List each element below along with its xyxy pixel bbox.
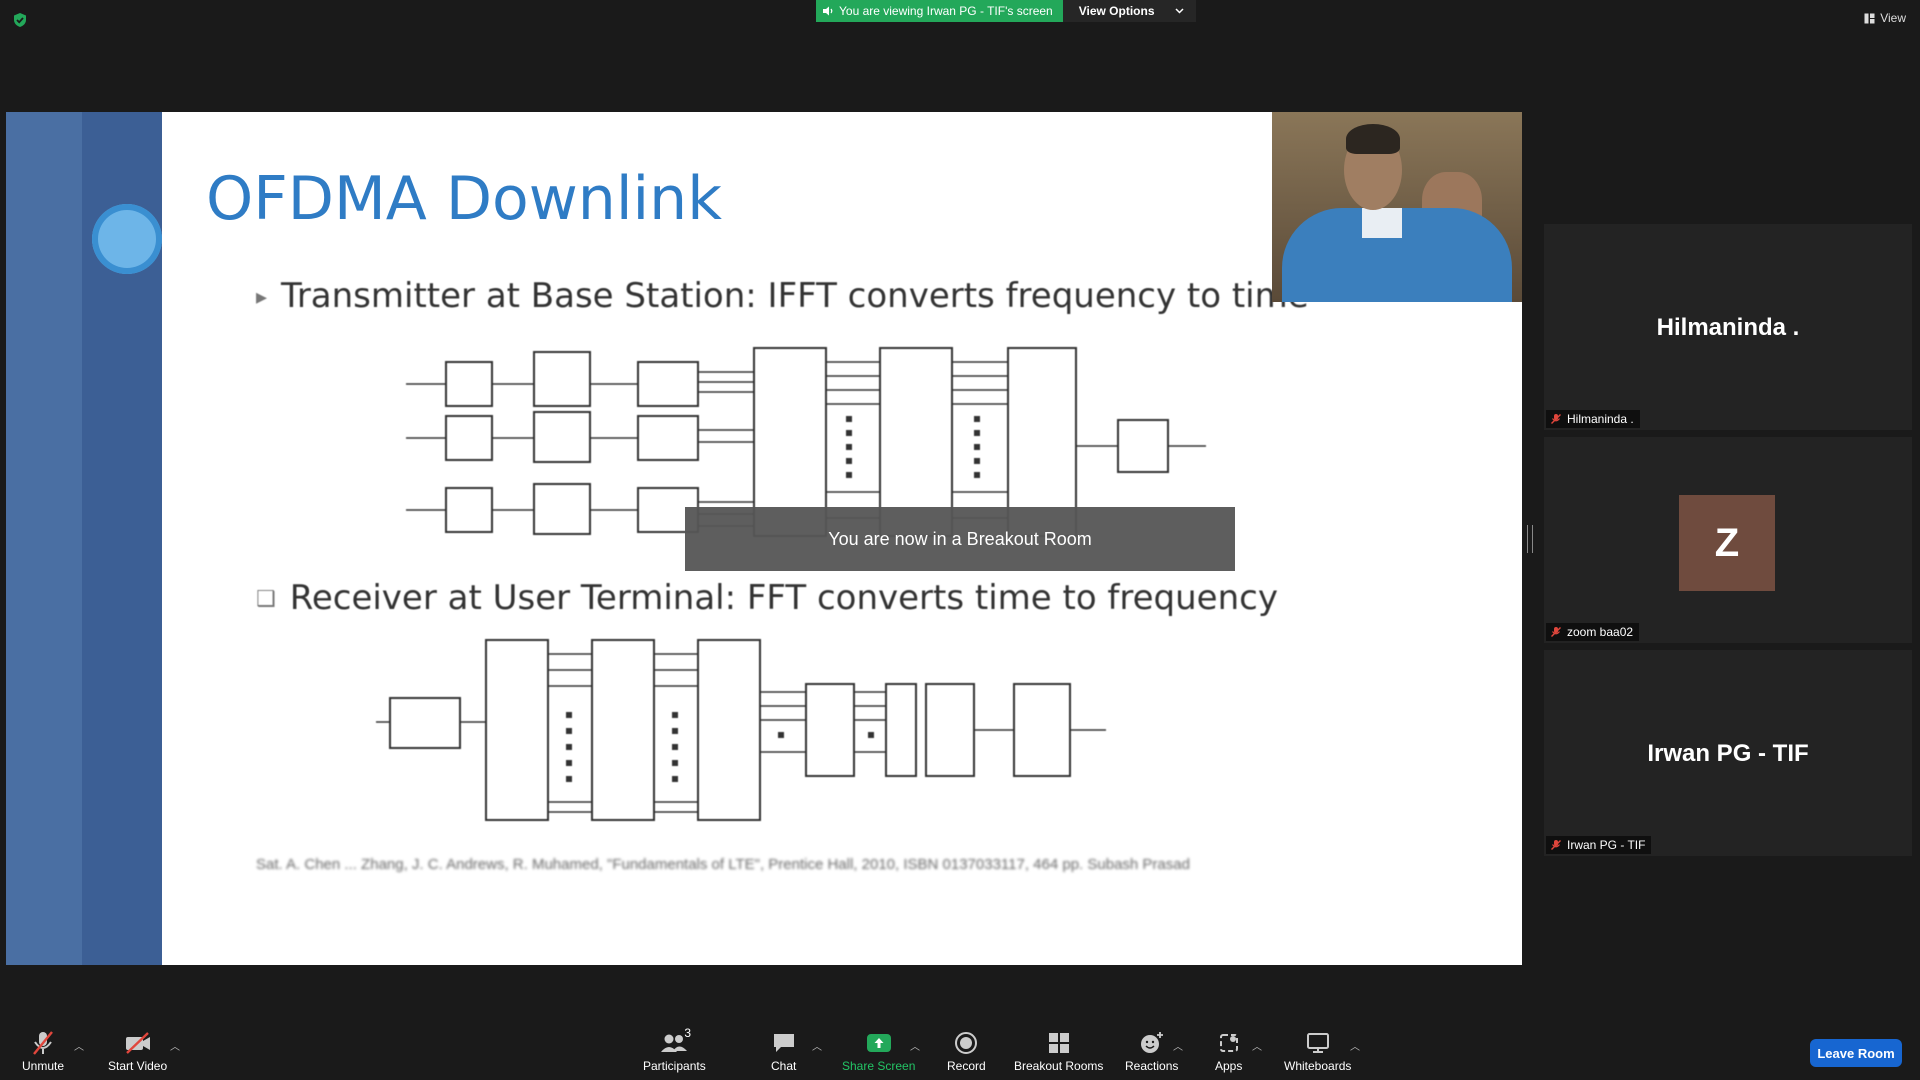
participant-label-text: zoom baa02: [1567, 625, 1634, 639]
reactions-icon: [1140, 1032, 1163, 1053]
bullet-text: Receiver at User Terminal: FFT converts …: [289, 578, 1278, 618]
slide-title: OFDMA Downlink: [206, 164, 722, 234]
breakout-rooms-button[interactable]: Breakout Rooms: [1014, 1030, 1103, 1073]
share-screen-icon: [866, 1034, 891, 1052]
video-hair: [1346, 124, 1400, 154]
audio-options-caret-icon[interactable]: ︿: [74, 1042, 84, 1053]
speaker-icon: [823, 6, 833, 16]
avatar: Z: [1679, 495, 1775, 591]
reactions-button[interactable]: Reactions: [1125, 1030, 1178, 1073]
viewing-banner: You are viewing Irwan PG - TIF's screen: [816, 0, 1063, 22]
video-off-icon: [125, 1032, 150, 1054]
slide-citation: Sat. A. Chen ... Zhang, J. C. Andrews, R…: [256, 856, 1190, 873]
apps-options-caret-icon[interactable]: ︿: [1252, 1042, 1262, 1053]
speaker-video-thumbnail[interactable]: [1272, 112, 1522, 302]
share-options-caret-icon[interactable]: ︿: [910, 1042, 920, 1053]
mic-muted-icon: [33, 1031, 53, 1055]
panel-resize-handle[interactable]: [1527, 525, 1533, 553]
participant-label-text: Irwan PG - TIF: [1567, 838, 1646, 852]
bullet-arrow-icon: ▸: [256, 285, 268, 310]
apps-button[interactable]: Apps: [1215, 1030, 1242, 1073]
video-collar: [1362, 208, 1402, 238]
chevron-down-icon: [1174, 8, 1184, 14]
chat-label: Chat: [771, 1059, 797, 1073]
security-shield-icon[interactable]: [12, 12, 28, 28]
mic-muted-icon: [1551, 627, 1561, 637]
breakout-rooms-icon: [1048, 1033, 1069, 1053]
unmute-label: Unmute: [22, 1059, 65, 1073]
participant-tile[interactable]: Z zoom baa02: [1544, 437, 1912, 643]
arrow-up-icon: [874, 1038, 884, 1048]
receiver-block-diagram: [376, 639, 1106, 821]
mic-muted-icon: [1551, 840, 1561, 850]
record-icon: [955, 1032, 978, 1054]
video-options-caret-icon[interactable]: ︿: [170, 1042, 180, 1053]
view-button[interactable]: View: [1864, 11, 1906, 25]
participant-label-text: Hilmaninda .: [1567, 412, 1634, 426]
view-options-label: View Options: [1078, 4, 1155, 18]
view-label: View: [1880, 11, 1906, 25]
view-options-button[interactable]: View Options: [1062, 0, 1196, 22]
share-screen-button[interactable]: Share Screen: [842, 1030, 915, 1073]
screen-share-banner: You are viewing Irwan PG - TIF's screen …: [816, 0, 1196, 22]
apps-label: Apps: [1215, 1059, 1243, 1073]
apps-icon: [1219, 1034, 1238, 1052]
participant-display-name: Irwan PG - TIF: [1647, 740, 1809, 767]
participant-tile[interactable]: Irwan PG - TIF Irwan PG - TIF: [1544, 650, 1912, 856]
meeting-toolbar: Unmute ︿ Start Video ︿ 3 Participants: [0, 1020, 1920, 1080]
record-label: Record: [947, 1059, 986, 1073]
whiteboards-label: Whiteboards: [1284, 1059, 1352, 1073]
reactions-options-caret-icon[interactable]: ︿: [1173, 1042, 1183, 1053]
share-screen-label: Share Screen: [842, 1059, 916, 1073]
start-video-button[interactable]: Start Video: [108, 1030, 167, 1073]
slide-bullet-receiver: ❑ Receiver at User Terminal: FFT converts…: [256, 578, 1278, 618]
participant-name-label: zoom baa02: [1546, 623, 1640, 641]
unmute-button[interactable]: Unmute: [22, 1030, 64, 1073]
participant-tile[interactable]: Hilmaninda . Hilmaninda .: [1544, 224, 1912, 430]
chat-button[interactable]: Chat: [771, 1030, 796, 1073]
start-video-label: Start Video: [108, 1059, 168, 1073]
slide-bullet-transmitter: ▸ Transmitter at Base Station: IFFT conve…: [256, 276, 1309, 316]
whiteboard-icon: [1306, 1033, 1329, 1053]
record-button[interactable]: Record: [947, 1030, 986, 1073]
grid-view-icon: [1864, 13, 1875, 23]
participant-name-label: Irwan PG - TIF: [1546, 836, 1652, 854]
participant-name-label: Hilmaninda .: [1546, 410, 1640, 428]
breakout-rooms-label: Breakout Rooms: [1014, 1059, 1104, 1073]
whiteboards-options-caret-icon[interactable]: ︿: [1350, 1042, 1360, 1053]
leave-room-button[interactable]: Leave Room: [1810, 1039, 1902, 1067]
whiteboards-button[interactable]: Whiteboards: [1284, 1030, 1351, 1073]
chat-icon: [773, 1034, 794, 1052]
transmitter-block-diagram: [406, 347, 1206, 537]
slide-logo: [92, 204, 162, 274]
reactions-label: Reactions: [1125, 1059, 1179, 1073]
bullet-square-icon: ❑: [256, 587, 276, 612]
participants-label: Participants: [643, 1059, 706, 1073]
participant-display-name: Hilmaninda .: [1656, 314, 1800, 341]
participants-count: 3: [684, 1026, 692, 1040]
viewing-banner-text: You are viewing Irwan PG - TIF's screen: [839, 4, 1053, 18]
bullet-text: Transmitter at Base Station: IFFT conver…: [281, 276, 1309, 316]
breakout-room-notification: You are now in a Breakout Room: [685, 507, 1235, 571]
participants-icon: [661, 1034, 688, 1052]
mic-muted-icon: [1551, 414, 1561, 424]
slide-left-stripe: [6, 112, 82, 965]
chat-options-caret-icon[interactable]: ︿: [812, 1042, 822, 1053]
shared-screen[interactable]: OFDMA Downlink ▸ Transmitter at Base Stat…: [6, 112, 1522, 965]
participants-button[interactable]: 3 Participants: [643, 1026, 706, 1073]
